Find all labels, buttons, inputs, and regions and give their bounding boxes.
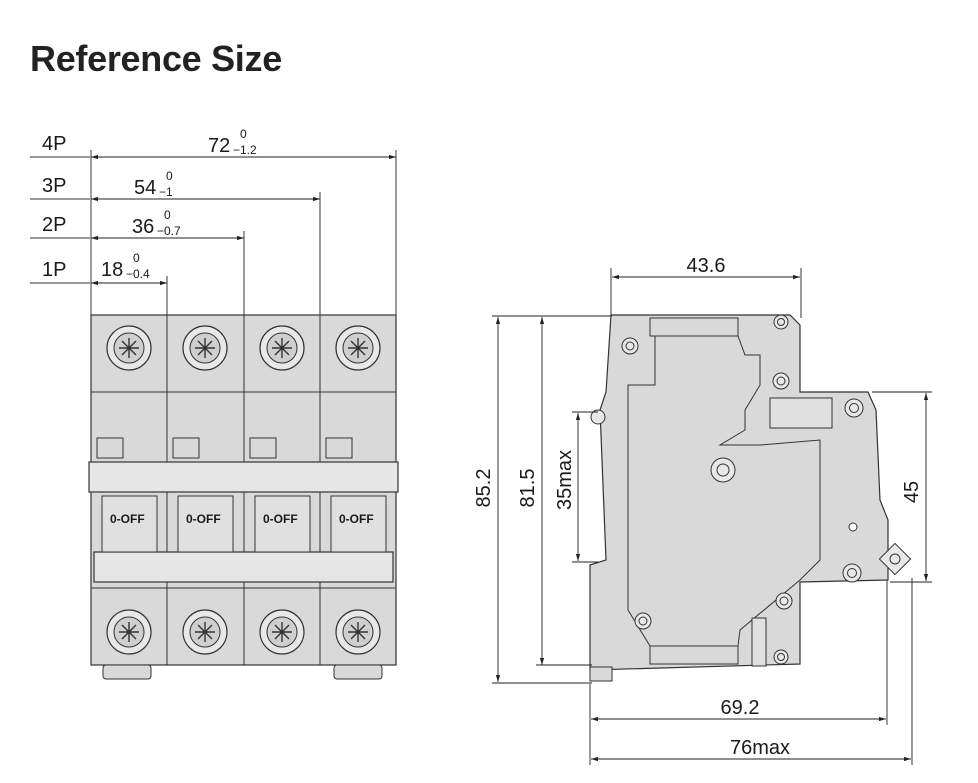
dim-4p-tol-lower: −1.2 (233, 143, 257, 157)
side-rivets (590, 314, 912, 665)
dim-depth-body: 69.2 (721, 697, 760, 719)
dim-width-top: 43.6 (687, 255, 726, 277)
dim-height-body: 81.5 (517, 469, 539, 508)
dim-height-total: 85.2 (473, 469, 495, 508)
pole-label-1p: 1P (42, 259, 66, 281)
pole-row-1p: 1P 18 0 −0.4 (30, 251, 167, 286)
dim-3p-value: 54 (134, 177, 156, 199)
dim-1p-tol-upper: 0 (133, 251, 140, 265)
dim-1p-value: 18 (101, 259, 123, 281)
pole-row-3p: 3P 54 0 −1 (30, 169, 320, 202)
side-view: 43.6 85.2 (473, 255, 932, 765)
dim-depth-max: 76max (730, 737, 790, 759)
switch-label-2: 0-OFF (186, 512, 221, 526)
pole-label-4p: 4P (42, 133, 66, 155)
front-view: 4P 72 0 −1.2 3P 54 0 −1 2P 36 0 −0.7 1P … (30, 127, 399, 680)
pole-row-2p: 2P 36 0 −0.7 (30, 208, 244, 241)
breaker-side-body (589, 314, 889, 671)
pole-label-2p: 2P (42, 214, 66, 236)
pole-row-4p: 4P 72 0 −1.2 (30, 127, 396, 160)
switch-label-1: 0-OFF (110, 512, 145, 526)
dim-2p-tol-upper: 0 (164, 208, 171, 222)
dim-2p-value: 36 (132, 216, 154, 238)
dim-rail-height: 35max (554, 450, 576, 510)
switch-label-4: 0-OFF (339, 512, 374, 526)
dim-4p-value: 72 (208, 135, 230, 157)
dim-3p-tol-upper: 0 (166, 169, 173, 183)
pole-label-3p: 3P (42, 175, 66, 197)
dim-2p-tol-lower: −0.7 (157, 224, 181, 238)
dim-front-height: 45 (901, 481, 923, 503)
dim-1p-tol-lower: −0.4 (126, 267, 150, 281)
switch-label-3: 0-OFF (263, 512, 298, 526)
dim-3p-tol-lower: −1 (159, 185, 173, 199)
terminal-screws (106, 325, 381, 655)
dim-4p-tol-upper: 0 (240, 127, 247, 141)
breaker-front-body (88, 314, 399, 680)
page-title: Reference Size (30, 38, 282, 79)
